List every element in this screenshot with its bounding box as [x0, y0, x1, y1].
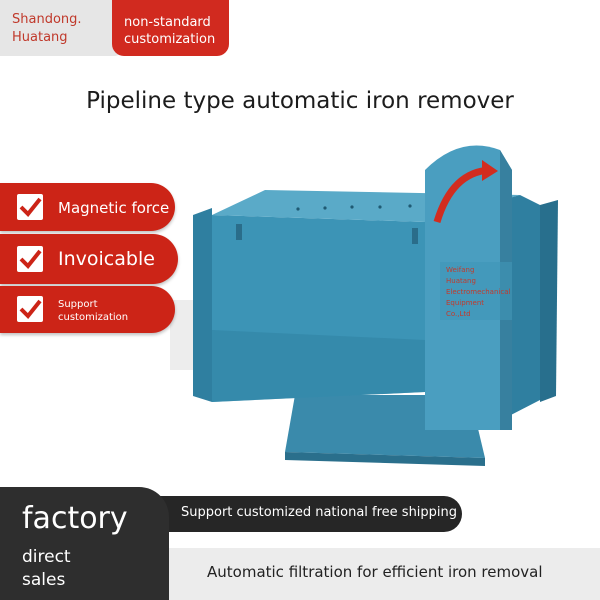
nameplate-line-3: Electromechanical	[446, 288, 510, 296]
iron-remover-machine: Weifang Huatang Electromechanical Equipm…	[170, 145, 558, 466]
shipping-text: Support customized national free shippin…	[181, 505, 458, 520]
nameplate-line-4: Equipment	[446, 299, 484, 307]
nameplate	[440, 262, 512, 320]
feature-label-support-customization: Support customization	[58, 298, 128, 324]
sales-label: sales	[22, 570, 66, 590]
feature-label-invoicable: Invoicable	[58, 248, 155, 270]
nameplate-line-1: Weifang	[446, 266, 474, 274]
factory-label: factory	[22, 501, 128, 536]
checkmark-icon	[17, 246, 43, 272]
left-flange	[193, 208, 212, 402]
feature-label-customization: customization	[58, 312, 129, 323]
right-flange	[540, 200, 558, 402]
filtration-text: Automatic filtration for efficient iron …	[207, 563, 543, 581]
nameplate-line-2: Huatang	[446, 277, 476, 285]
handle-right	[412, 228, 418, 244]
brand-line-1: Shandong.	[12, 12, 82, 27]
nameplate-line-5: Co.,Ltd	[446, 310, 471, 318]
feature-label-support: Support	[58, 299, 98, 310]
handle-left	[236, 224, 242, 240]
feature-pill-magnetic-force: Magnetic force	[0, 183, 175, 231]
customization-tag-line-1: non-standard	[124, 15, 211, 30]
checkmark-icon	[17, 194, 43, 220]
factory-direct-sales-block: factory direct sales	[0, 487, 169, 600]
feature-pill-support-customization: Support customization	[0, 286, 175, 333]
customization-tag: non-standard customization	[112, 0, 229, 56]
brand-line-2: Huatang	[12, 30, 68, 45]
shipping-banner: Support customized national free shippin…	[154, 496, 462, 532]
feature-pill-invoicable: Invoicable	[0, 234, 178, 284]
feature-label-magnetic-force: Magnetic force	[58, 199, 170, 217]
page-title: Pipeline type automatic iron remover	[86, 88, 514, 114]
direct-label: direct	[22, 547, 71, 567]
customization-tag-line-2: customization	[124, 32, 216, 47]
brand-tag: Shandong. Huatang	[0, 0, 124, 56]
filtration-banner: Automatic filtration for efficient iron …	[169, 548, 600, 600]
checkmark-icon	[17, 296, 43, 322]
